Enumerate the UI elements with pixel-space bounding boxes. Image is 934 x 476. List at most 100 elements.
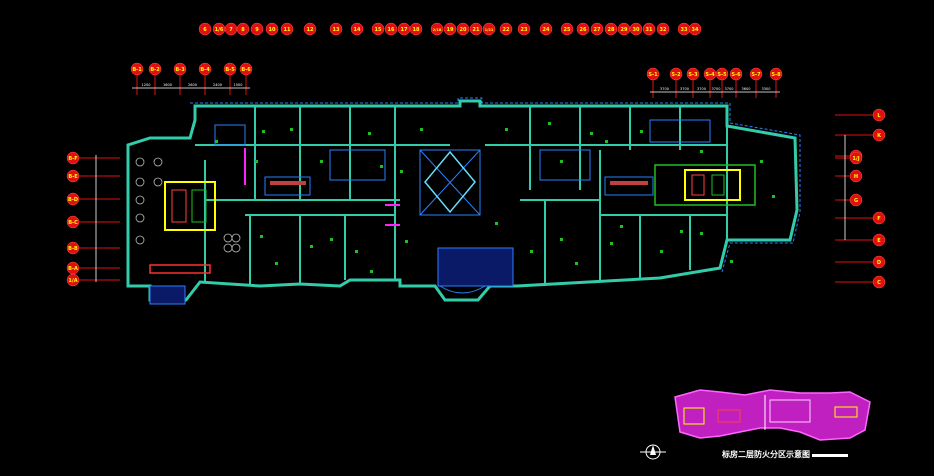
drawing-caption: 标房二层防火分区示意图	[722, 450, 810, 459]
axis-bubble: 1/6	[212, 22, 226, 36]
dimension-label: 3600	[742, 87, 751, 91]
dimension-label: 1600	[163, 83, 172, 87]
axis-bubble: 17	[397, 22, 411, 36]
axis-label: 28	[608, 27, 615, 33]
axis-label: 32	[660, 27, 667, 33]
fire-separation-lines	[244, 148, 400, 226]
axis-label: 27	[594, 27, 601, 33]
axis-label: K	[877, 133, 882, 139]
right-core-stair	[691, 174, 705, 196]
axis-label: B-6	[241, 67, 251, 73]
axis-label: 25	[564, 27, 571, 33]
axis-bubble: 28	[604, 22, 618, 36]
axis-bubble: B-A	[66, 261, 120, 275]
axis-bubble: 6	[198, 22, 212, 36]
axis-label: B-2	[150, 67, 160, 73]
axis-bubble: H	[835, 169, 863, 183]
left-core	[164, 181, 216, 231]
axis-bubble: B-C	[66, 215, 120, 229]
axis-label: B-C	[68, 220, 78, 226]
axis-label: 15	[375, 27, 382, 33]
dimension-label: 3700	[725, 87, 734, 91]
dimension-label: 3300	[762, 87, 771, 91]
key-plan-center	[769, 399, 811, 423]
dimension-label: 2600	[188, 83, 197, 87]
axis-label: S-1	[648, 72, 658, 78]
axis-label: 24	[543, 27, 550, 33]
left-core-lift	[191, 189, 207, 223]
axis-label: S-7	[751, 72, 761, 78]
dimension-label: 3700	[680, 87, 689, 91]
axis-bubble: 11	[280, 22, 294, 36]
axis-bubble: S-2	[669, 67, 683, 98]
axis-bubble: B-1	[130, 62, 144, 95]
fire-shutters	[270, 181, 648, 185]
axis-bubble: 31	[642, 22, 656, 36]
axis-label: S-2	[671, 72, 681, 78]
axis-label: 1/J	[852, 156, 859, 162]
axis-label: B-1	[132, 67, 142, 73]
axis-label: B-B	[68, 246, 78, 252]
axis-label: 1/6	[215, 27, 224, 33]
axis-bubble: E	[835, 233, 886, 247]
hatched-areas	[149, 247, 514, 305]
axis-bubble: 20	[456, 22, 470, 36]
axis-bubble: D	[835, 255, 886, 269]
axis-label: 11	[284, 27, 291, 33]
axis-bubble: 25	[560, 22, 574, 36]
axis-bubble: S-7	[749, 67, 763, 98]
axis-label: B-4	[200, 67, 210, 73]
axis-bubble: B-F	[66, 151, 120, 165]
scale-bar	[812, 454, 848, 457]
axis-label: B-E	[68, 174, 78, 180]
dimension-label: 1500	[234, 83, 243, 87]
axis-bubble: S-1	[646, 67, 660, 98]
axis-label: C	[877, 280, 881, 286]
axis-bubble: G	[835, 193, 863, 207]
axis-bubble: 1/J	[835, 151, 863, 165]
axis-bubble: 1/21	[482, 22, 496, 36]
axis-label: 34	[692, 27, 699, 33]
right-core-lift	[711, 174, 725, 196]
key-plan-core-right	[834, 406, 858, 418]
axis-label: 23	[521, 27, 528, 33]
key-plan-inset	[674, 389, 871, 441]
axis-bubble: 18	[409, 22, 423, 36]
axis-bubble: 10	[265, 22, 279, 36]
north-arrow-icon	[640, 444, 666, 460]
axis-label: B-5	[225, 67, 235, 73]
axis-label: L	[877, 113, 881, 119]
left-red-strip	[149, 264, 211, 274]
axis-bubble: B-4	[198, 62, 212, 95]
axis-bubble: 14	[350, 22, 364, 36]
axis-label: 33	[681, 27, 688, 33]
axis-bubble: B-B	[66, 241, 120, 255]
left-wing-walls	[195, 106, 450, 284]
axis-label: B-D	[68, 197, 78, 203]
axis-bubble: 15	[371, 22, 385, 36]
axis-label: F	[877, 216, 880, 222]
axis-label: B-F	[68, 156, 77, 162]
axis-label: 2/18	[433, 28, 442, 32]
axis-label: 20	[460, 27, 467, 33]
axis-bubble: 21	[469, 22, 483, 36]
axis-bubble: 1/A	[66, 273, 120, 287]
axis-bubble: B-D	[66, 192, 120, 206]
axis-bubble: 16	[384, 22, 398, 36]
axis-label: 8	[241, 27, 245, 33]
key-plan-core-left	[683, 407, 705, 425]
axis-label: S-5	[717, 72, 727, 78]
axis-bubble: 23	[517, 22, 531, 36]
axis-label: 6	[203, 27, 207, 33]
axis-label: D	[877, 260, 881, 266]
interior-details	[214, 119, 711, 216]
axis-label: E	[877, 238, 881, 244]
dimension-label: 1200	[142, 83, 151, 87]
axis-bubble: S-4	[703, 67, 717, 98]
dimension-label: 3700	[697, 87, 706, 91]
axis-label: S-4	[705, 72, 715, 78]
axis-bubble: 22	[499, 22, 513, 36]
axis-bubble: 26	[576, 22, 590, 36]
axis-label: H	[854, 174, 858, 180]
